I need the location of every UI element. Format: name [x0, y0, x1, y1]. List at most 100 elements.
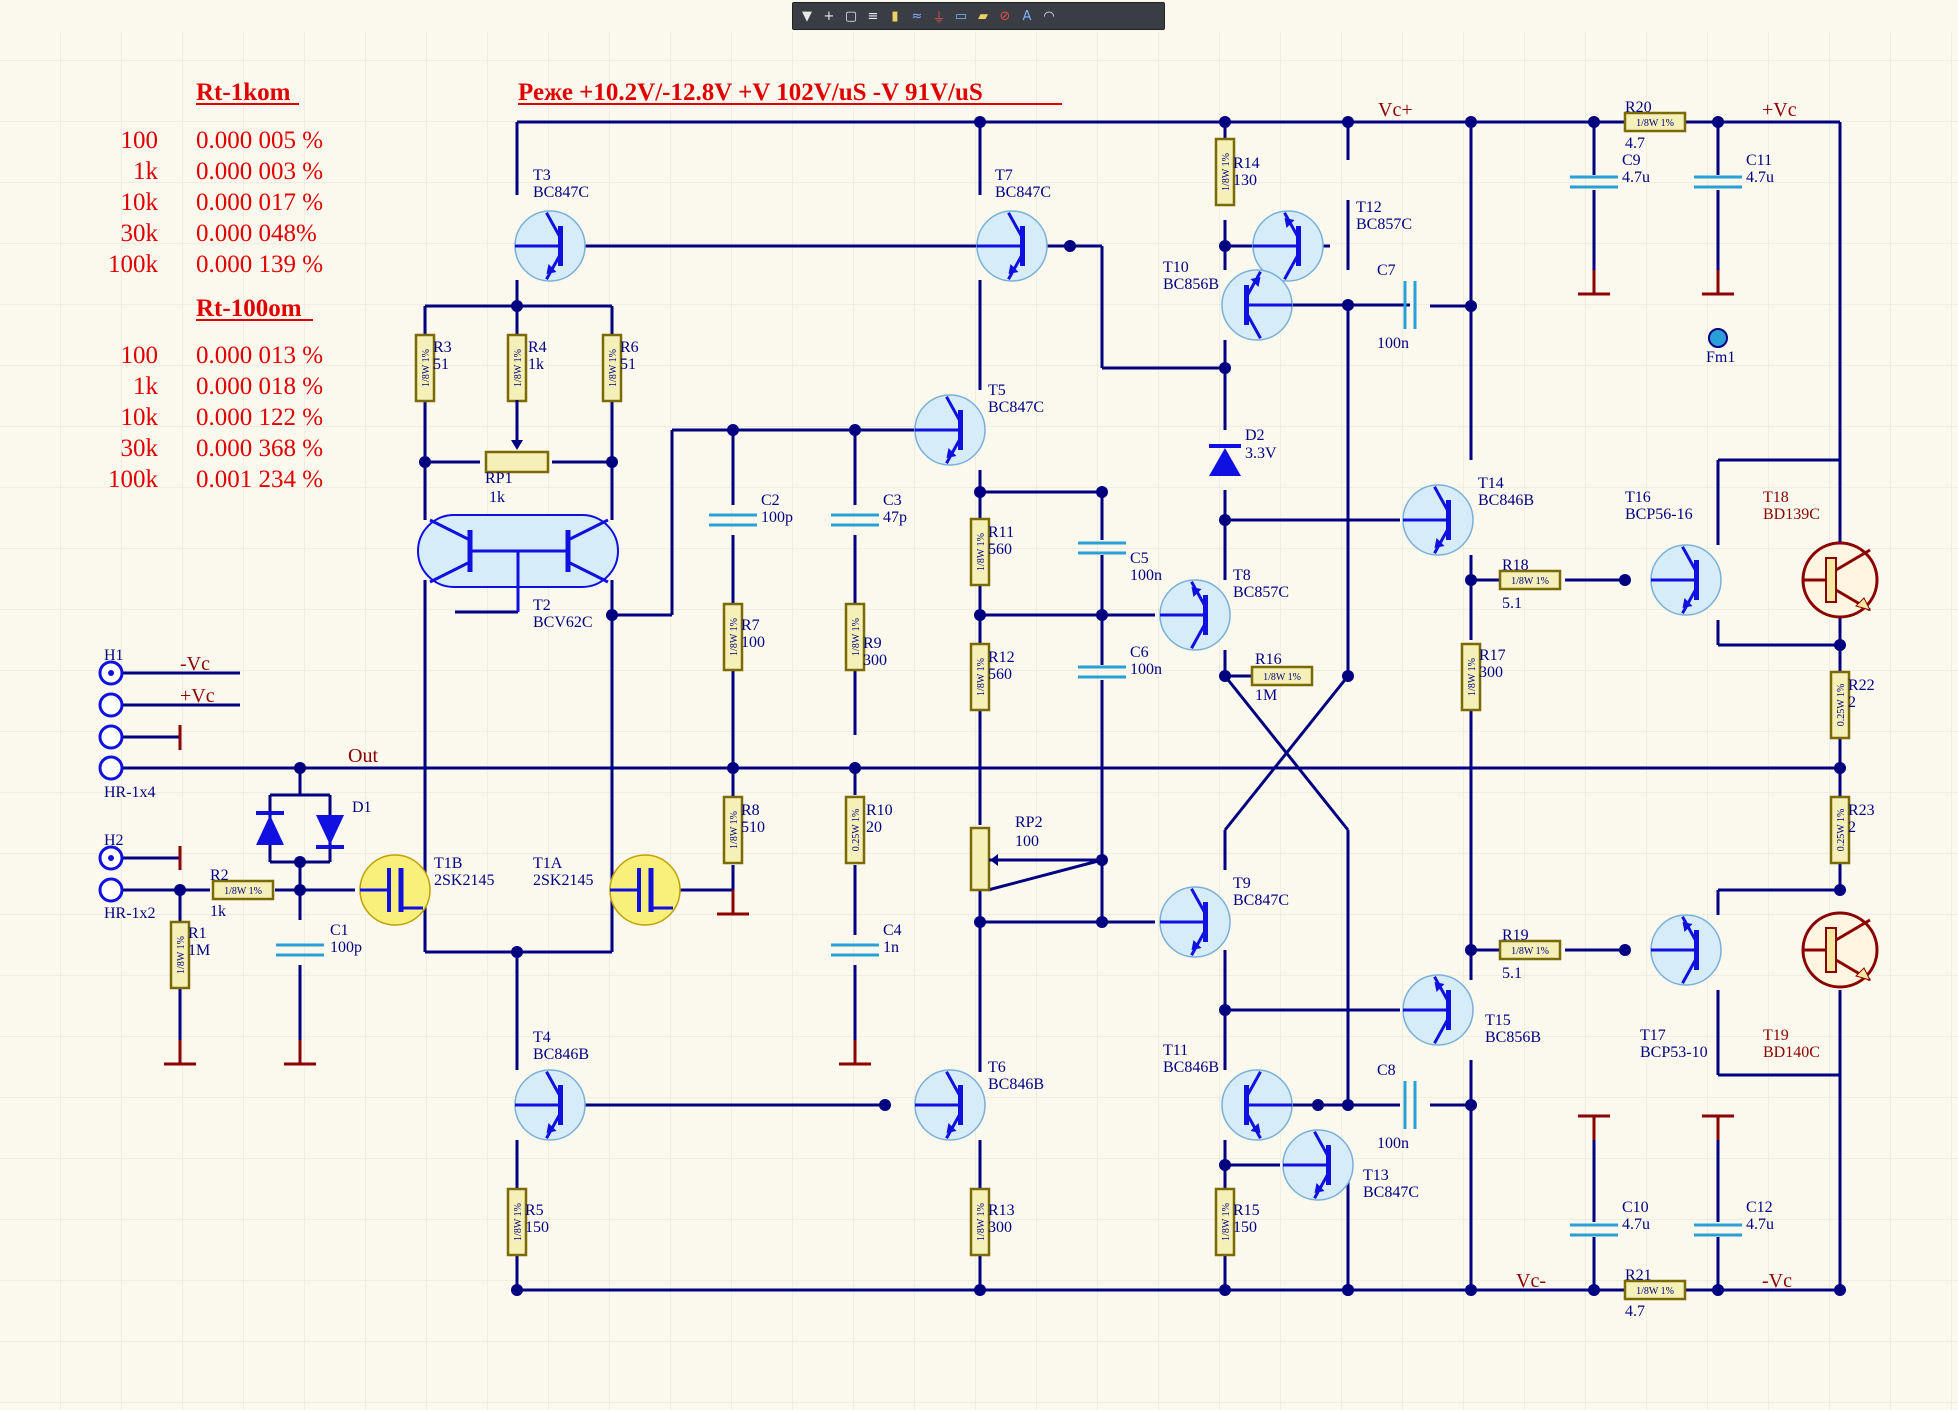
connector-pin[interactable]: [98, 755, 124, 781]
resistor-designator: R6: [620, 339, 639, 356]
power-port-icon[interactable]: ⏚: [932, 10, 946, 26]
resistor-rating: 1/8W 1%: [1221, 1203, 1232, 1241]
part-icon[interactable]: ▮: [891, 8, 899, 24]
junction-dot: [1834, 1284, 1846, 1296]
connector-pin[interactable]: [98, 660, 124, 686]
transistor-designator: T10: [1163, 259, 1189, 276]
capacitor-designator: C7: [1377, 262, 1396, 279]
junction-dot: [606, 456, 618, 468]
transistor-value: BC857C: [1356, 216, 1412, 233]
transistor-value: BD139C: [1763, 506, 1820, 523]
junction-dot: [1712, 1284, 1724, 1296]
net-label-icon[interactable]: ▭: [954, 8, 968, 24]
capacitor-designator: C2: [761, 492, 780, 509]
cross-icon[interactable]: +: [823, 8, 835, 24]
rt1k-row-label: 100k: [108, 251, 159, 278]
capacitor-value: 4.7u: [1746, 1216, 1774, 1233]
resistor-value: 4.7: [1625, 1303, 1645, 1320]
rt1k-row-label: 30k: [121, 220, 159, 247]
connector-pin[interactable]: [98, 692, 124, 718]
connector-pin[interactable]: [98, 877, 124, 903]
resistor-rating: 1/8W 1%: [729, 618, 740, 656]
junction-dot: [419, 456, 431, 468]
port-icon[interactable]: ▰: [978, 8, 988, 24]
connector-pin[interactable]: [98, 845, 124, 871]
resistor-rating: 1/8W 1%: [513, 1203, 524, 1241]
connector-pin[interactable]: [98, 724, 124, 750]
capacitor-value: 100p: [330, 939, 362, 956]
wire-icon[interactable]: ≈: [911, 8, 923, 24]
resistor-designator: R22: [1848, 677, 1875, 694]
diode-D2[interactable]: D23.3V: [1209, 427, 1277, 476]
bus-icon[interactable]: ≡: [867, 8, 879, 24]
filter-icon[interactable]: ▼: [802, 8, 812, 24]
text-icon[interactable]: A: [1022, 8, 1032, 24]
directive-icon[interactable]: ⊘: [999, 8, 1011, 24]
capacitor-value: 47p: [883, 509, 907, 526]
select-rect-icon[interactable]: ▢: [844, 8, 858, 24]
arc-icon[interactable]: ◠: [1043, 8, 1055, 24]
resistor-designator: R14: [1233, 155, 1260, 172]
junction-dot: [974, 486, 986, 498]
diode-D1[interactable]: D1: [256, 799, 372, 849]
junction-dot: [1588, 116, 1600, 128]
capacitor-C9[interactable]: C94.7u: [1570, 152, 1650, 189]
